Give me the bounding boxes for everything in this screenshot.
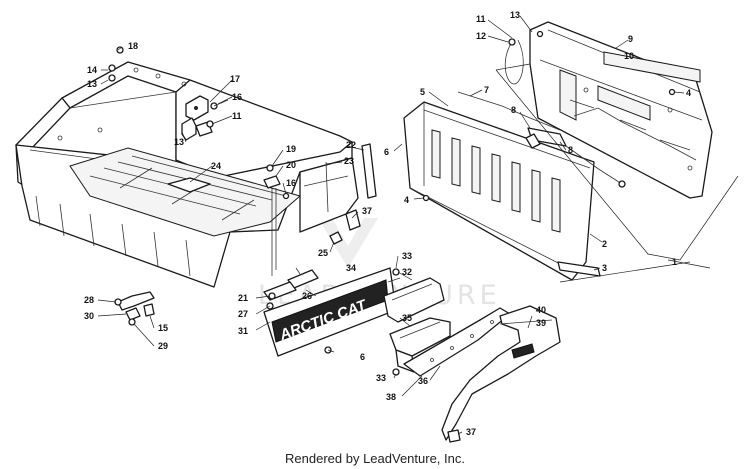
- bolt-14-13[interactable]: [108, 46, 124, 82]
- callout-1: 1: [672, 257, 677, 267]
- callout-5: 5: [420, 87, 425, 97]
- watermark-logo-icon: [318, 218, 378, 268]
- callout-16: 16: [286, 178, 296, 188]
- callout-27: 27: [238, 309, 248, 319]
- hardware-17-16-11[interactable]: [181, 95, 229, 141]
- callout-38: 38: [386, 392, 396, 402]
- callout-4: 4: [404, 195, 409, 205]
- callout-33: 33: [402, 251, 412, 261]
- callout-8: 8: [568, 145, 573, 155]
- callout-20: 20: [286, 160, 296, 170]
- callout-11: 11: [232, 111, 242, 121]
- leader-lines: [97, 15, 739, 435]
- callout-28: 28: [84, 295, 94, 305]
- callout-9: 9: [628, 34, 633, 44]
- fender-guard-39-40[interactable]: [441, 305, 561, 441]
- cable-latch-7-8[interactable]: [457, 91, 626, 188]
- trim-panel-32[interactable]: [383, 277, 445, 323]
- callout-18: 18: [128, 41, 138, 51]
- callout-39: 39: [536, 318, 546, 328]
- callout-6: 6: [360, 352, 365, 362]
- callout-36: 36: [418, 376, 428, 386]
- callout-26: 26: [302, 291, 312, 301]
- callout-14: 14: [87, 65, 97, 75]
- latch-assembly-28-30[interactable]: [114, 291, 155, 326]
- callout-25: 25: [318, 248, 328, 258]
- callout-8: 8: [511, 105, 516, 115]
- callout-32: 32: [402, 267, 412, 277]
- callout-40: 40: [536, 305, 546, 315]
- callout-35: 35: [402, 313, 412, 323]
- callout-3: 3: [602, 263, 607, 273]
- callout-labels: 1 2 3 4 4 5 6 6 7 8 8 9 10 11 11 12 13 1…: [84, 10, 691, 437]
- callout-13: 13: [510, 10, 520, 20]
- callout-11: 11: [476, 14, 486, 24]
- cable-11-12[interactable]: [504, 30, 544, 85]
- callout-22: 22: [346, 140, 356, 150]
- tailgate-outer-shell-9[interactable]: [529, 21, 713, 199]
- callout-17: 17: [230, 74, 240, 84]
- callout-37: 37: [362, 206, 372, 216]
- callout-13: 13: [87, 79, 97, 89]
- callout-16: 16: [232, 92, 242, 102]
- callout-31: 31: [238, 326, 248, 336]
- callout-15: 15: [158, 323, 168, 333]
- cargo-box-part[interactable]: [15, 61, 359, 288]
- callout-34: 34: [346, 263, 356, 273]
- callout-13: 13: [174, 137, 184, 147]
- callout-19: 19: [286, 144, 296, 154]
- callout-30: 30: [84, 311, 94, 321]
- decal-10[interactable]: [603, 51, 701, 83]
- callout-29: 29: [158, 341, 168, 351]
- callout-12: 12: [476, 31, 486, 41]
- seal-strip-22-23[interactable]: [325, 143, 377, 213]
- bolt-column-19-20-16[interactable]: [263, 164, 290, 270]
- callout-7: 7: [484, 85, 489, 95]
- callout-33: 33: [376, 373, 386, 383]
- callout-10: 10: [624, 51, 634, 61]
- hardware-small-parts[interactable]: [263, 209, 461, 443]
- callout-4: 4: [686, 88, 691, 98]
- callout-21: 21: [238, 293, 248, 303]
- callout-23: 23: [344, 156, 354, 166]
- callout-24: 24: [211, 161, 221, 171]
- callout-2: 2: [602, 239, 607, 249]
- callout-37: 37: [466, 427, 476, 437]
- footer-credit: Rendered by LeadVenture, Inc.: [285, 451, 465, 466]
- tailgate-inner-panel-2[interactable]: [403, 101, 595, 281]
- callout-6: 6: [384, 147, 389, 157]
